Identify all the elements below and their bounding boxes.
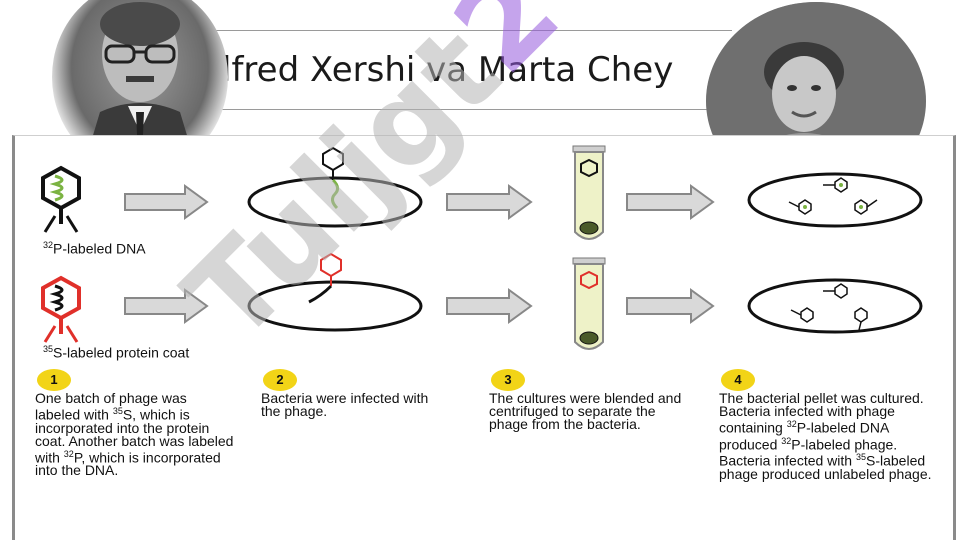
title-box [212,30,732,110]
bacterium-result-cell [747,172,923,228]
diagram-artwork [41,145,923,350]
progeny-phages-icon [788,177,878,331]
step-4-text: The bacterial pellet was cultured. Bacte… [719,390,932,482]
hershey-chase-diagram: 32P-labeled DNA 35S-labeled protein coat… [12,135,956,540]
step-1-badge: 1 [37,369,71,391]
labeled-dna-marks [803,183,863,209]
arrow-right-icon [446,288,533,324]
test-tube-icon [572,145,606,240]
arrow-right-icon [626,184,715,220]
arrow-right-icon [124,184,209,220]
row1-label: 32P-labeled DNA [43,240,146,257]
step-4-badge: 4 [721,369,755,391]
arrow-right-icon [446,184,533,220]
phage-attached-red-icon [308,252,342,304]
arrow-right-icon [124,288,209,324]
step-2-badge: 2 [263,369,297,391]
step-3-text: The cultures were blended and centrifuge… [489,390,682,432]
bacterium-cell [247,176,423,228]
phage-35s-icon [41,275,81,343]
test-tube-icon [572,257,606,350]
step-1-text: One batch of phage was labeled with 35S,… [35,390,234,479]
bacterium-cell [247,280,423,332]
phage-attached-green-icon [322,146,344,210]
step-2-text: Bacteria were infected with the phage. [261,390,429,419]
arrow-right-icon [626,288,715,324]
row2-label: 35S-labeled protein coat [43,344,190,361]
phage-32p-icon [41,165,81,233]
slide-title: lfred Xershi va Marta Chey [222,50,674,90]
step-3-badge: 3 [491,369,525,391]
bacterium-result-cell [747,278,923,334]
